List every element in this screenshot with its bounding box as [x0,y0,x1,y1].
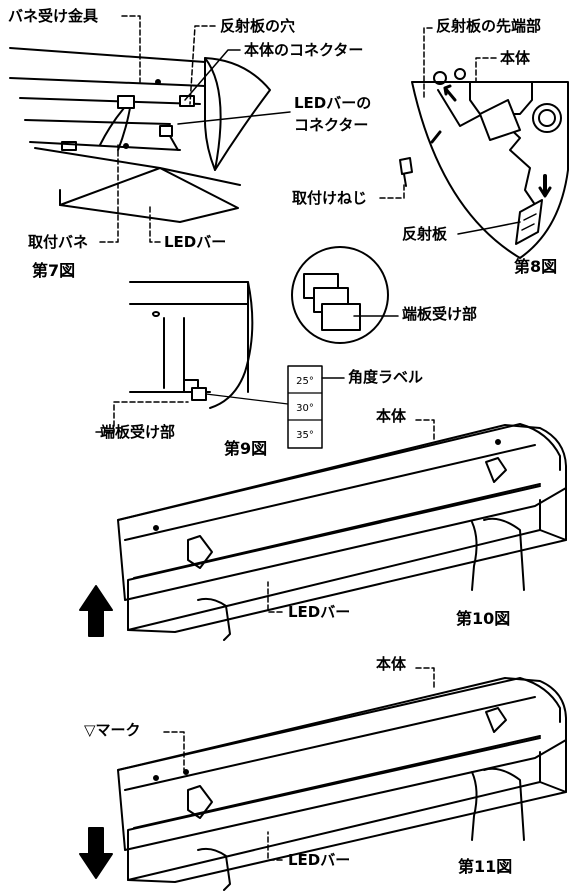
end-plate-receiver-detail [291,246,389,344]
caption-fig11: 第11図 [458,857,513,876]
angle-35: 35° [296,430,314,441]
label-mount-screw: 取付けねじ [292,189,368,207]
label-mount-spring: 取付バネ [28,233,89,251]
label-body-fig8: 本体 [500,49,531,67]
angle-25: 25° [296,376,314,387]
label-triangle-mark: ▽マーク [84,721,141,739]
caption-fig8: 第8図 [514,257,558,276]
label-led-connector-1: LEDバーの [294,94,372,112]
angle-30: 30° [296,403,314,414]
label-reflector-tip: 反射板の先端部 [436,17,542,35]
label-reflector: 反射板 [402,225,448,243]
label-body-connector: 本体のコネクター [244,41,364,59]
label-led-bar-fig10: LEDバー [288,603,351,621]
label-body-fig11: 本体 [376,655,407,673]
label-led-connector-2: コネクター [294,116,369,134]
fig8-drawing [399,68,569,259]
caption-fig7: 第7図 [32,261,76,280]
label-led-bar-fig11: LEDバー [288,851,351,869]
angle-label-box [287,365,323,449]
fig10-drawing [79,423,567,641]
label-led-bar-fig7: LEDバー [164,233,227,251]
caption-fig9: 第9図 [224,439,268,458]
label-end-plate-receiver-detail: 端板受け部 [402,305,478,323]
label-reflector-hole: 反射板の穴 [220,17,296,35]
label-body-fig10: 本体 [376,407,407,425]
label-spring-bracket: バネ受け金具 [8,7,99,25]
fig7-drawing [9,47,271,223]
caption-fig10: 第10図 [456,609,511,628]
fig11-drawing [79,677,567,891]
label-angle-label: 角度ラベル [348,368,424,386]
label-end-plate-receiver: 端板受け部 [100,423,176,441]
fig9-drawing [129,281,289,409]
